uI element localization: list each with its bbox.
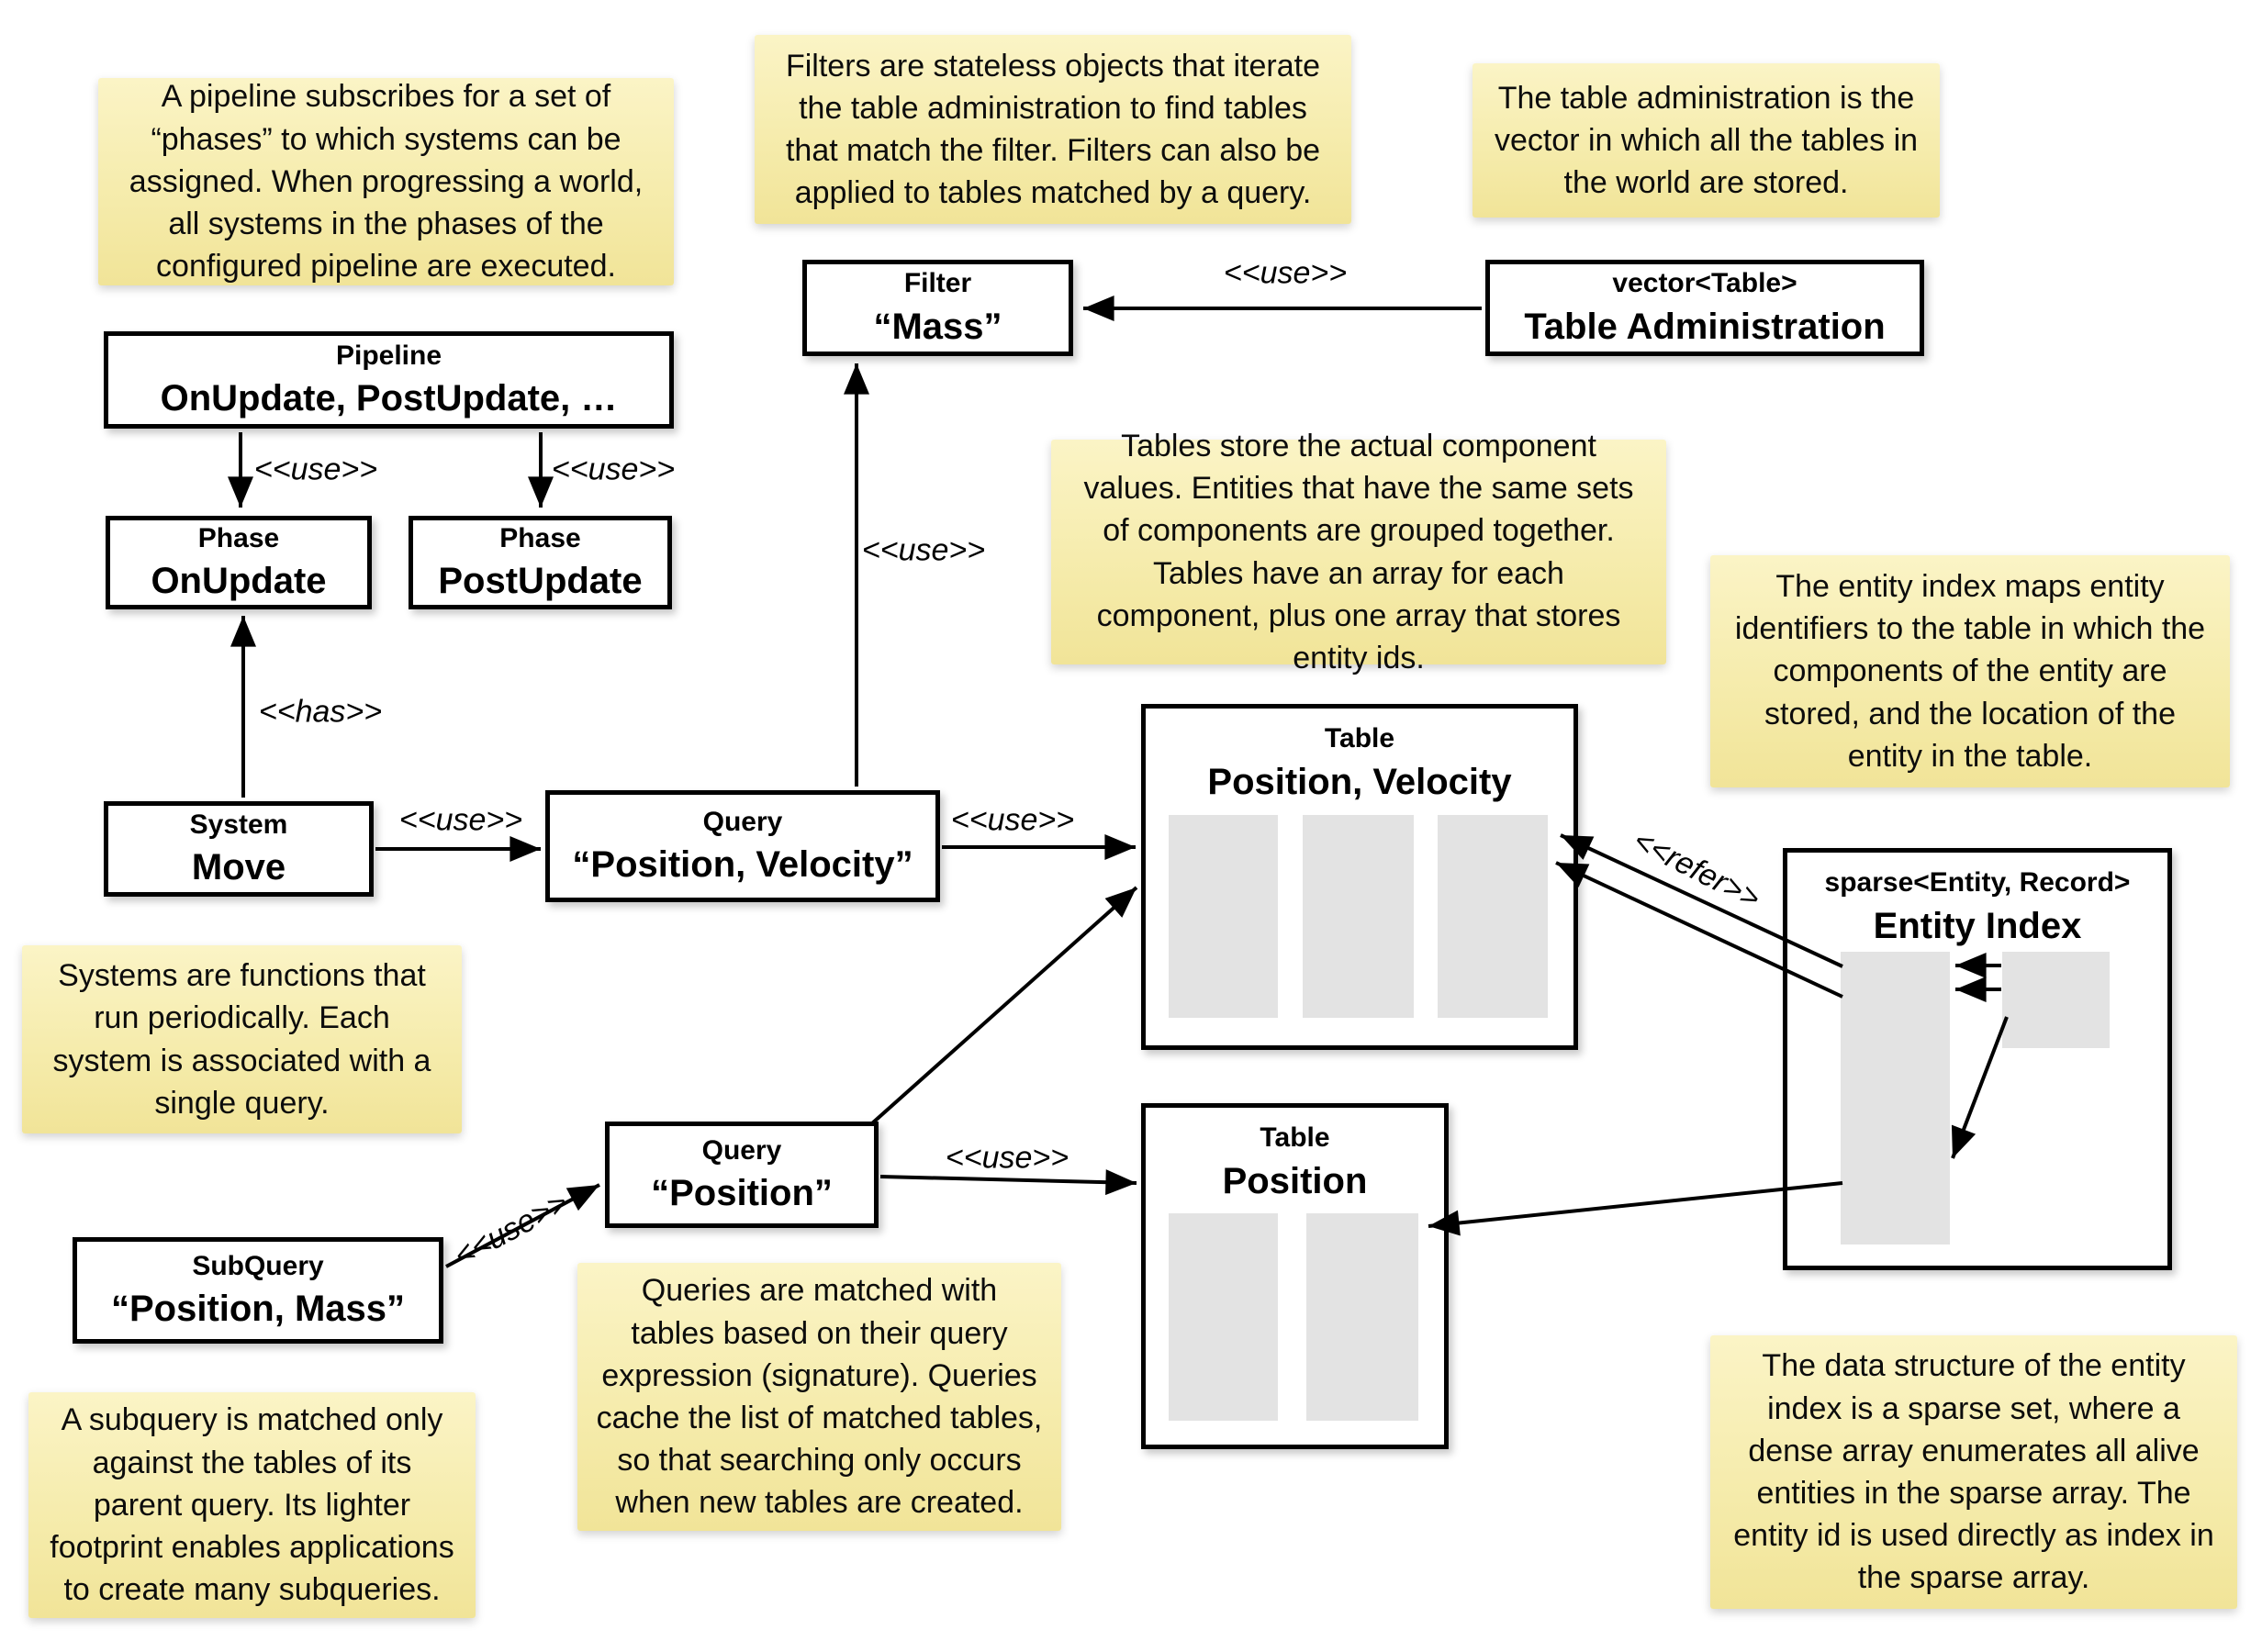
node-stereotype: Filter [903,268,972,299]
node-pipeline: Pipeline OnUpdate, PostUpdate, … [104,331,674,429]
node-phase-postupdate: Phase PostUpdate [409,516,672,609]
node-query-position-velocity: Query “Position, Velocity” [545,790,940,902]
note-filters: Filters are stateless objects that itera… [755,35,1351,224]
node-subquery-position-mass: SubQuery “Position, Mass” [73,1237,443,1344]
edge-label-use-query-filter: <<use>> [861,532,986,568]
node-filter-mass: Filter “Mass” [802,260,1073,356]
node-name: OnUpdate, PostUpdate, … [160,378,618,419]
edge-label-use-move-query: <<use>> [398,802,523,838]
edge-label-use-tableadmin-filter: <<use>> [1223,255,1348,291]
node-name: OnUpdate [151,561,327,602]
note-sparse-set: The data structure of the entity index i… [1710,1335,2237,1609]
edge-entityindex-to-table-pos [1428,1181,1843,1236]
node-stereotype: sparse<Entity, Record> [1824,867,2131,898]
note-queries: Queries are matched with tables based on… [577,1263,1061,1531]
component-array-5 [1306,1213,1418,1421]
edge-label-refer-entityindex-table: <<refer>> [1628,822,1766,917]
component-array-3 [1438,815,1548,1018]
edge-query-pos-to-table-pv [870,886,1138,1125]
node-stereotype: SubQuery [192,1250,324,1281]
sparse-array [1841,952,1950,1245]
node-stereotype: Table [1260,1122,1330,1153]
node-stereotype: System [189,809,288,840]
edge-label-use-pipeline-postupdate: <<use>> [551,452,676,487]
note-pipeline: A pipeline subscribes for a set of “phas… [98,78,674,285]
note-entity-index: The entity index maps entity identifiers… [1710,555,2230,787]
edge-label-use-subquery-query: <<use>> [448,1185,574,1274]
note-systems: Systems are functions that run periodica… [22,945,462,1133]
note-table-administration: The table administration is the vector i… [1473,63,1940,218]
component-array-1 [1169,815,1278,1018]
node-name: “Position, Mass” [110,1289,406,1330]
node-name: Move [191,847,286,888]
edge-label-use-query-table-pos: <<use>> [945,1140,1069,1176]
node-name: Position, Velocity [1207,761,1512,802]
node-name: Position [1222,1160,1368,1201]
node-stereotype: vector<Table> [1612,268,1797,299]
edge-label-use-query-table-pv: <<use>> [950,802,1075,838]
node-stereotype: Pipeline [335,340,442,371]
node-stereotype: Table [1324,723,1395,753]
node-name: Table Administration [1524,306,1886,347]
note-subquery: A subquery is matched only against the t… [28,1392,476,1618]
node-name: “Position, Velocity” [572,844,913,886]
node-stereotype: Query [701,1134,782,1166]
node-query-position: Query “Position” [605,1122,879,1228]
node-stereotype: Phase [499,522,581,553]
node-system-move: System Move [104,801,374,897]
node-name: “Mass” [873,306,1002,347]
node-name: Entity Index [1873,905,2082,946]
node-name: “Position” [651,1173,833,1214]
edge-query-pos-to-table-pos [879,1169,1137,1196]
note-tables: Tables store the actual component values… [1051,429,1666,675]
component-array-2 [1303,815,1414,1018]
node-name: PostUpdate [438,561,643,602]
node-phase-onupdate: Phase OnUpdate [106,516,372,609]
component-array-4 [1169,1213,1278,1421]
node-stereotype: Phase [197,522,280,553]
node-table-administration: vector<Table> Table Administration [1485,260,1924,356]
dense-array [2002,952,2110,1048]
edge-label-has-move-onupdate: <<has>> [258,694,383,730]
edge-label-use-pipeline-onupdate: <<use>> [253,452,378,487]
node-stereotype: Query [702,806,783,837]
